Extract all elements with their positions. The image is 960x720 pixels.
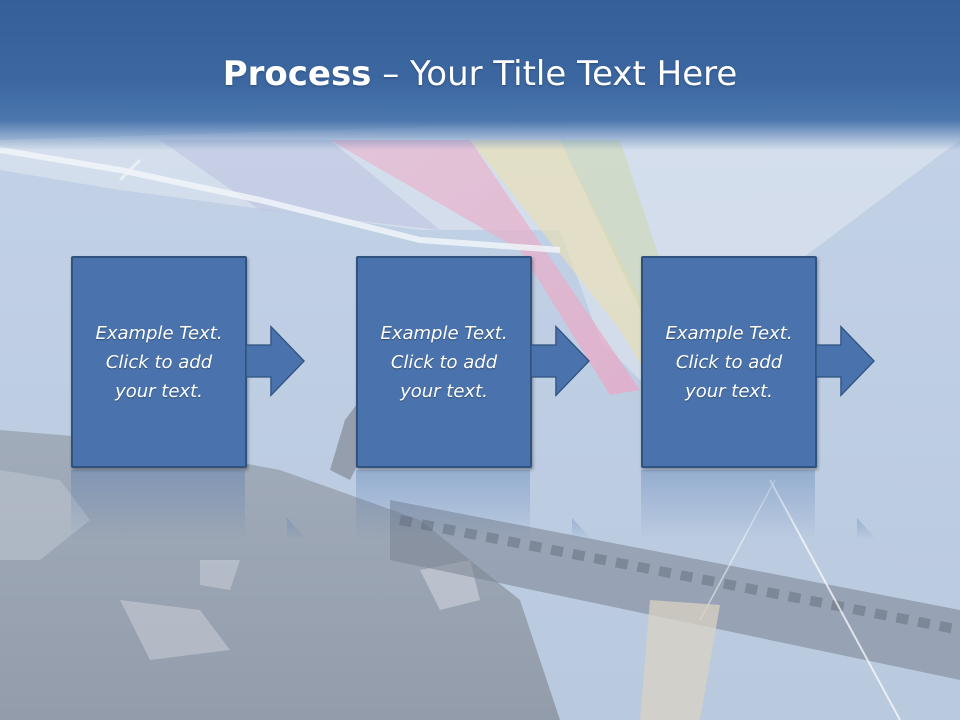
- step-3-box[interactable]: Example Text. Click to add your text.: [641, 256, 817, 468]
- step-2-line-3: your text.: [400, 380, 488, 402]
- step-3-reflection: [641, 470, 815, 540]
- step-2-line-2: Click to add: [390, 351, 498, 373]
- step-1-line-1: Example Text.: [95, 322, 223, 344]
- process-step-1[interactable]: Example Text. Click to add your text.: [71, 256, 247, 468]
- title-band: [0, 0, 960, 150]
- right-arrow-icon: [816, 324, 875, 398]
- step-1-reflection: [71, 470, 245, 540]
- right-arrow-icon: [246, 324, 305, 398]
- step-1-line-3: your text.: [115, 380, 203, 402]
- process-step-2[interactable]: Example Text. Click to add your text.: [356, 256, 532, 468]
- step-2-line-1: Example Text.: [380, 322, 508, 344]
- step-3-line-1: Example Text.: [665, 322, 793, 344]
- step-1-box[interactable]: Example Text. Click to add your text.: [71, 256, 247, 468]
- step-1-text[interactable]: Example Text. Click to add your text.: [84, 319, 234, 406]
- title-bold: Process: [222, 54, 372, 94]
- step-3-line-3: your text.: [685, 380, 773, 402]
- process-step-3[interactable]: Example Text. Click to add your text.: [641, 256, 817, 468]
- right-arrow-icon: [531, 324, 590, 398]
- step-1-line-2: Click to add: [105, 351, 213, 373]
- slide-title[interactable]: Process – Your Title Text Here: [0, 52, 960, 96]
- title-rest: – Your Title Text Here: [371, 54, 738, 94]
- step-3-text[interactable]: Example Text. Click to add your text.: [654, 319, 804, 406]
- step-3-line-2: Click to add: [675, 351, 783, 373]
- step-2-reflection: [356, 470, 530, 540]
- step-2-box[interactable]: Example Text. Click to add your text.: [356, 256, 532, 468]
- step-2-text[interactable]: Example Text. Click to add your text.: [369, 319, 519, 406]
